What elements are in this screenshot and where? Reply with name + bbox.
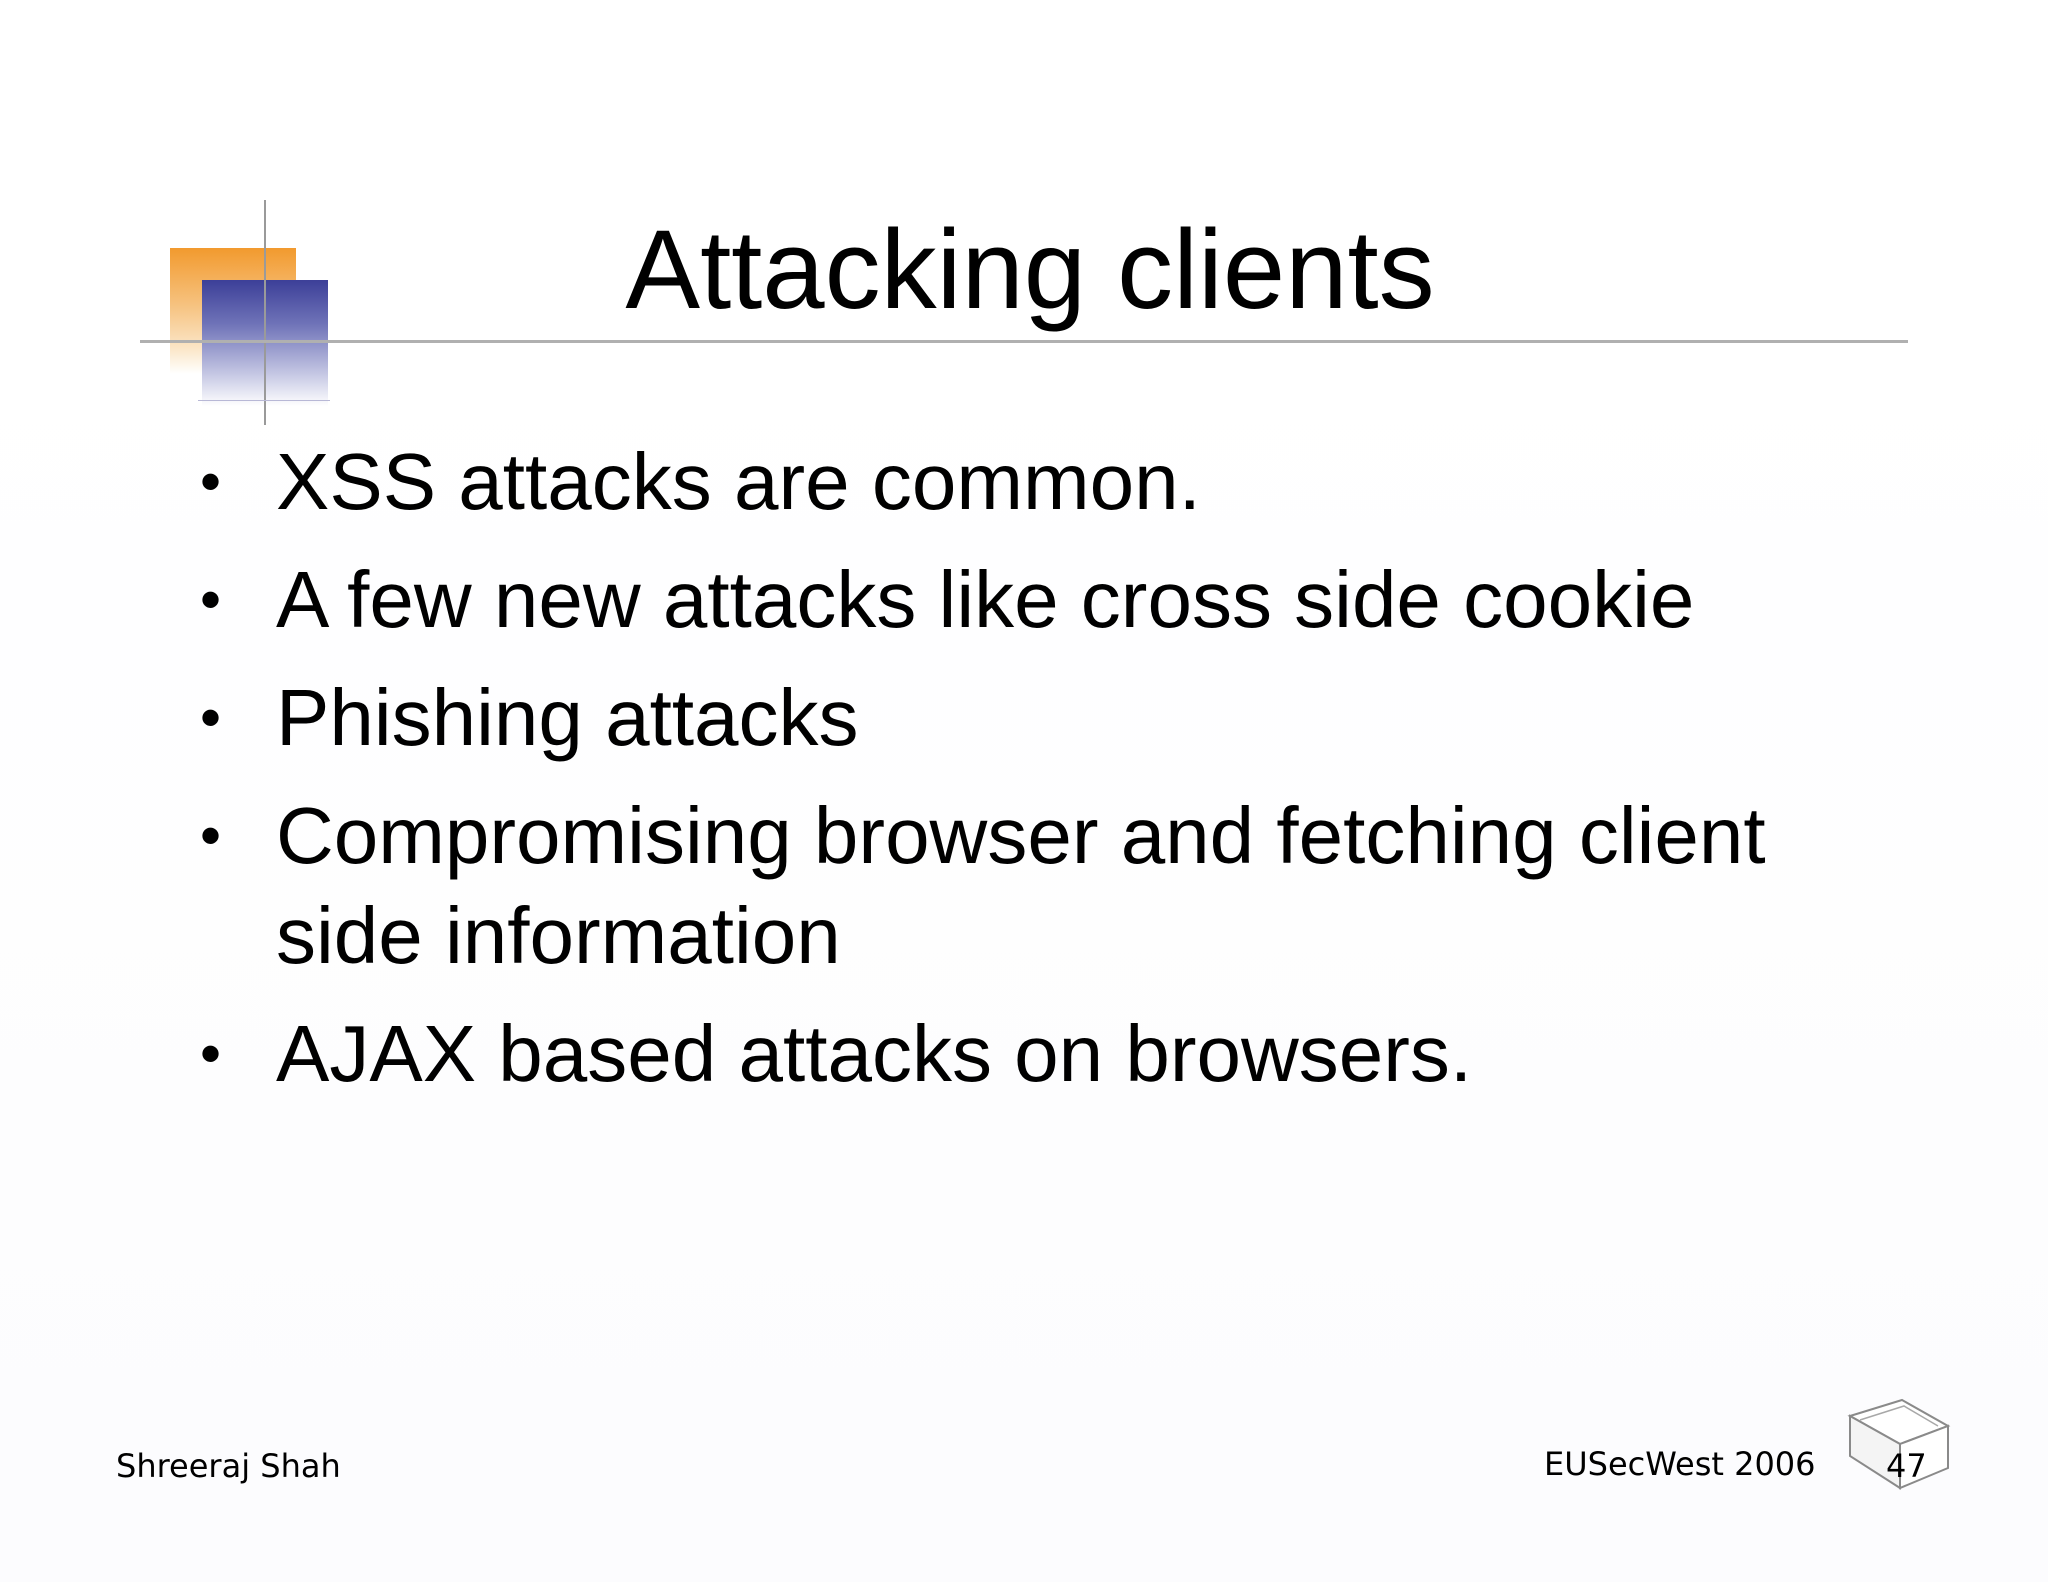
bullet-dot-icon: • bbox=[200, 448, 222, 515]
logo-horizontal-line bbox=[198, 400, 330, 401]
decorative-squares-logo bbox=[138, 200, 348, 425]
page-number: 47 bbox=[1886, 1447, 1927, 1485]
bullet-text: XSS attacks are common. bbox=[276, 437, 1201, 526]
title-divider bbox=[140, 340, 1908, 343]
bullet-text: A few new attacks like cross side cookie bbox=[276, 555, 1695, 644]
bullet-text: Compromising browser and fetching client… bbox=[276, 791, 1766, 980]
bullet-item: • AJAX based attacks on browsers. bbox=[200, 1004, 1900, 1104]
logo-vertical-line bbox=[264, 200, 266, 425]
slide-title: Attacking clients bbox=[625, 207, 1435, 332]
bullet-item: • A few new attacks like cross side cook… bbox=[200, 550, 1900, 650]
footer-event: EUSecWest 2006 bbox=[1544, 1445, 1816, 1483]
bullet-text: Phishing attacks bbox=[276, 673, 859, 762]
bullet-dot-icon: • bbox=[200, 1020, 222, 1087]
footer-author: Shreeraj Shah bbox=[116, 1447, 341, 1485]
bullet-item: • XSS attacks are common. bbox=[200, 432, 1900, 532]
bullet-item: • Compromising browser and fetching clie… bbox=[200, 786, 1900, 986]
page-box-icon bbox=[1847, 1398, 1951, 1490]
bullet-dot-icon: • bbox=[200, 802, 222, 869]
bullet-list: • XSS attacks are common. • A few new at… bbox=[200, 432, 1900, 1122]
bullet-dot-icon: • bbox=[200, 684, 222, 751]
bullet-dot-icon: • bbox=[200, 566, 222, 633]
bullet-item: • Phishing attacks bbox=[200, 668, 1900, 768]
bullet-text: AJAX based attacks on browsers. bbox=[276, 1009, 1473, 1098]
